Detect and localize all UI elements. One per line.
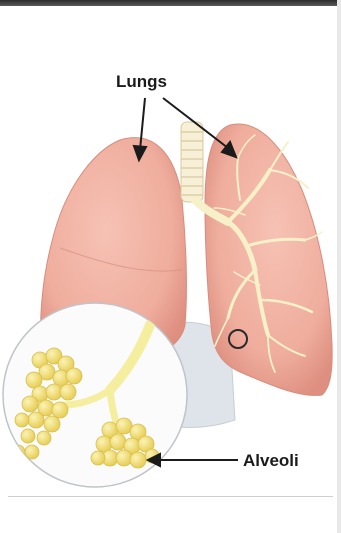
alveoli-label: Alveoli <box>243 451 299 471</box>
page-right-edge <box>337 0 341 533</box>
right-lung <box>205 124 332 395</box>
trachea <box>181 122 203 202</box>
lungs-label: Lungs <box>116 72 167 92</box>
caption-divider <box>8 496 333 497</box>
